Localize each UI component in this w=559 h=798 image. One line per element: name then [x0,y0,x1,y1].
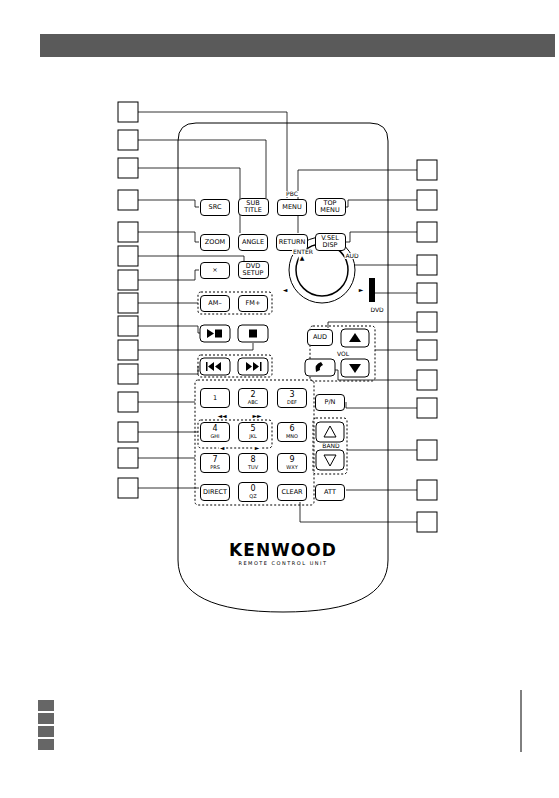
printed-label: BAND [321,443,340,449]
remote-button: CLEAR [277,484,307,501]
remote-button: SUB TITLE [238,198,269,216]
remote-button: 7PRS [200,453,230,473]
button-label: TUV [248,465,258,470]
button-label: 1 [213,395,217,402]
remote-button: AUD [307,329,333,346]
remote-button: ZOOM [200,234,230,251]
button-label: ZOOM [205,239,225,246]
dvd-switch [369,278,375,302]
button-label: TOP MENU [317,200,344,214]
button-label: SRC [209,204,222,211]
button-label: ATT [324,489,336,496]
button-label: 4 [212,425,217,433]
remote-button: DVD SETUP [238,261,269,279]
printed-label: VOL [336,351,350,357]
remote-button: 4GHI [200,422,230,442]
printed-label: ► [254,445,261,451]
printed-label: ◄ [282,287,289,293]
remote-button: 1 [200,388,230,408]
remote-button: × [200,262,230,279]
button-label: × [212,267,217,274]
remote-button: SRC [200,199,230,216]
printed-label: PBC [285,191,299,197]
remote-button: MENU [277,199,307,216]
remote-body [178,123,388,612]
remote-button: ATT [315,484,345,501]
icon-buttons [200,325,369,470]
margin-rule [521,690,522,752]
printed-label: ◄◄ [216,413,227,419]
language-tabs [38,700,54,750]
button-label: 5 [250,425,255,433]
button-label: WXY [286,465,297,470]
remote-button: ANGLE [238,234,268,251]
button-label: ABC [248,400,258,405]
remote-button: 2ABC [238,388,268,408]
button-label: FM+ [246,300,261,307]
button-label: 0 [250,485,255,493]
button-label: QZ [249,494,256,499]
button-label: DIRECT [203,489,227,496]
remote-button: TOP MENU [315,198,346,216]
button-label: DVD SETUP [240,263,267,277]
button-label: GHI [210,434,219,439]
icon-glyphs [206,329,361,373]
button-label: 9 [289,456,294,464]
button-label: JKL [249,434,257,439]
leader-lines [138,112,417,522]
header-bar [40,34,555,57]
button-label: 6 [289,425,294,433]
remote-button: 0QZ [238,482,268,502]
printed-label: ► [358,287,365,293]
remote-button: 9WXY [277,453,307,473]
button-groups [195,292,375,505]
button-label: 2 [250,391,255,399]
remote-button: 8TUV [238,453,268,473]
remote-button: AM– [200,295,230,312]
button-label: SUB TITLE [240,200,267,214]
button-label: PRS [210,465,220,470]
printed-label: DVD [369,307,384,313]
button-label: AUD [313,334,327,341]
brand-logo: KENWOOD [178,540,388,560]
remote-button: P/N [315,394,345,411]
remote-control: KENWOODREMOTE CONTROL UNIT SRC SUB TITLE ME… [178,123,388,612]
remote-button: DIRECT [200,484,230,501]
remote-button: RETURN [276,234,308,251]
button-label: 3 [289,391,294,399]
printed-label: AUD [344,253,359,259]
button-label: AM– [208,300,221,307]
button-label: V.SEL DISP [317,235,344,249]
button-label: DEF [287,400,297,405]
button-label: MNO [286,434,298,439]
button-label: CLEAR [281,489,302,496]
remote-button: FM+ [238,295,268,312]
button-label: ANGLE [242,239,264,246]
button-label: 7 [212,456,217,464]
callout-boxes [118,102,437,532]
remote-button: 6MNO [277,422,307,442]
button-label: P/N [325,399,336,406]
product-name: REMOTE CONTROL UNIT [178,560,388,566]
remote-button: V.SEL DISP [315,233,346,251]
remote-button: 3DEF [277,388,307,408]
printed-label: ►► [251,413,262,419]
button-label: 8 [250,456,255,464]
printed-label: ▲ [299,255,306,261]
remote-button: 5JKL [238,422,268,442]
printed-label: ◄ [219,445,226,451]
button-label: RETURN [279,239,306,246]
button-label: MENU [282,204,301,211]
